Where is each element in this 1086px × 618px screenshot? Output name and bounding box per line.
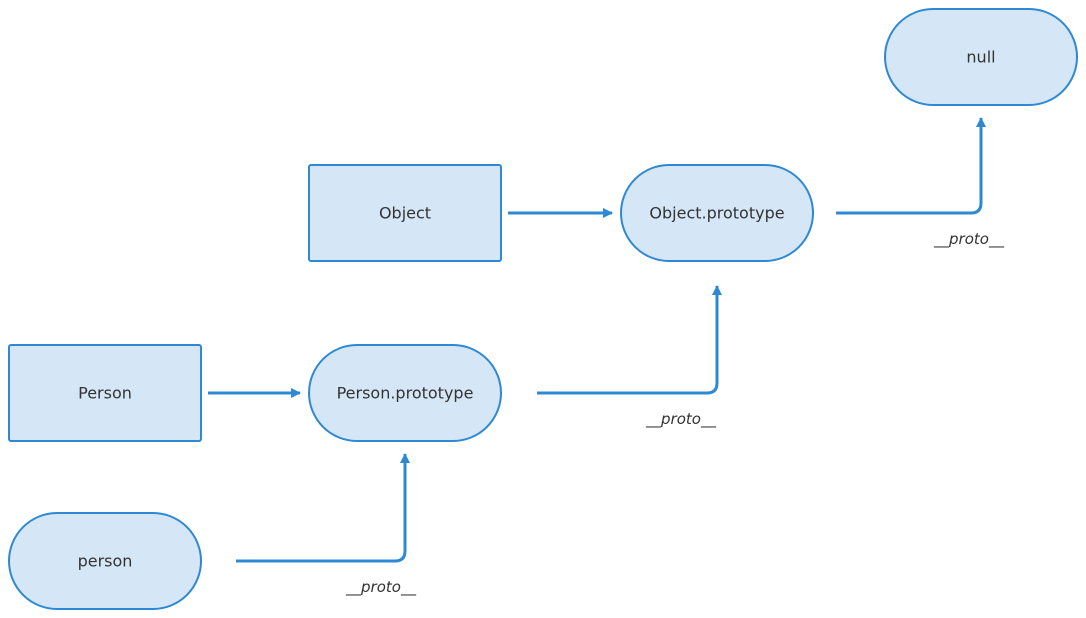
node-object-shape <box>308 164 502 262</box>
node-object-prototype: Object.prototype <box>620 164 814 262</box>
node-person-prototype-label: Person.prototype <box>337 384 474 403</box>
node-person-instance: person <box>8 512 202 610</box>
node-person-prototype: Person.prototype <box>308 344 502 442</box>
node-object-prototype-label: Object.prototype <box>649 204 784 223</box>
node-null-label: null <box>966 48 995 67</box>
edge-label-person-prototype-proto: __proto__ <box>645 410 716 429</box>
node-null-shape <box>884 8 1078 106</box>
node-person-instance-label: person <box>78 552 133 571</box>
edge-label-person-instance-proto: __proto__ <box>345 578 416 597</box>
node-person-constructor-shape <box>8 344 202 442</box>
node-person-constructor: Person <box>8 344 202 442</box>
edge-person-instance-proto <box>236 453 410 563</box>
node-null: null <box>884 8 1078 106</box>
node-object: Object <box>308 164 502 262</box>
node-person-prototype-shape <box>308 344 502 442</box>
edge-person-prototype-proto <box>537 285 722 395</box>
node-object-label: Object <box>379 204 431 223</box>
edge-label-object-prototype-proto: __proto__ <box>933 230 1004 249</box>
node-person-instance-shape <box>8 512 202 610</box>
node-object-prototype-shape <box>620 164 814 262</box>
node-person-constructor-label: Person <box>78 384 132 403</box>
edge-object-prototype-proto <box>836 117 986 215</box>
